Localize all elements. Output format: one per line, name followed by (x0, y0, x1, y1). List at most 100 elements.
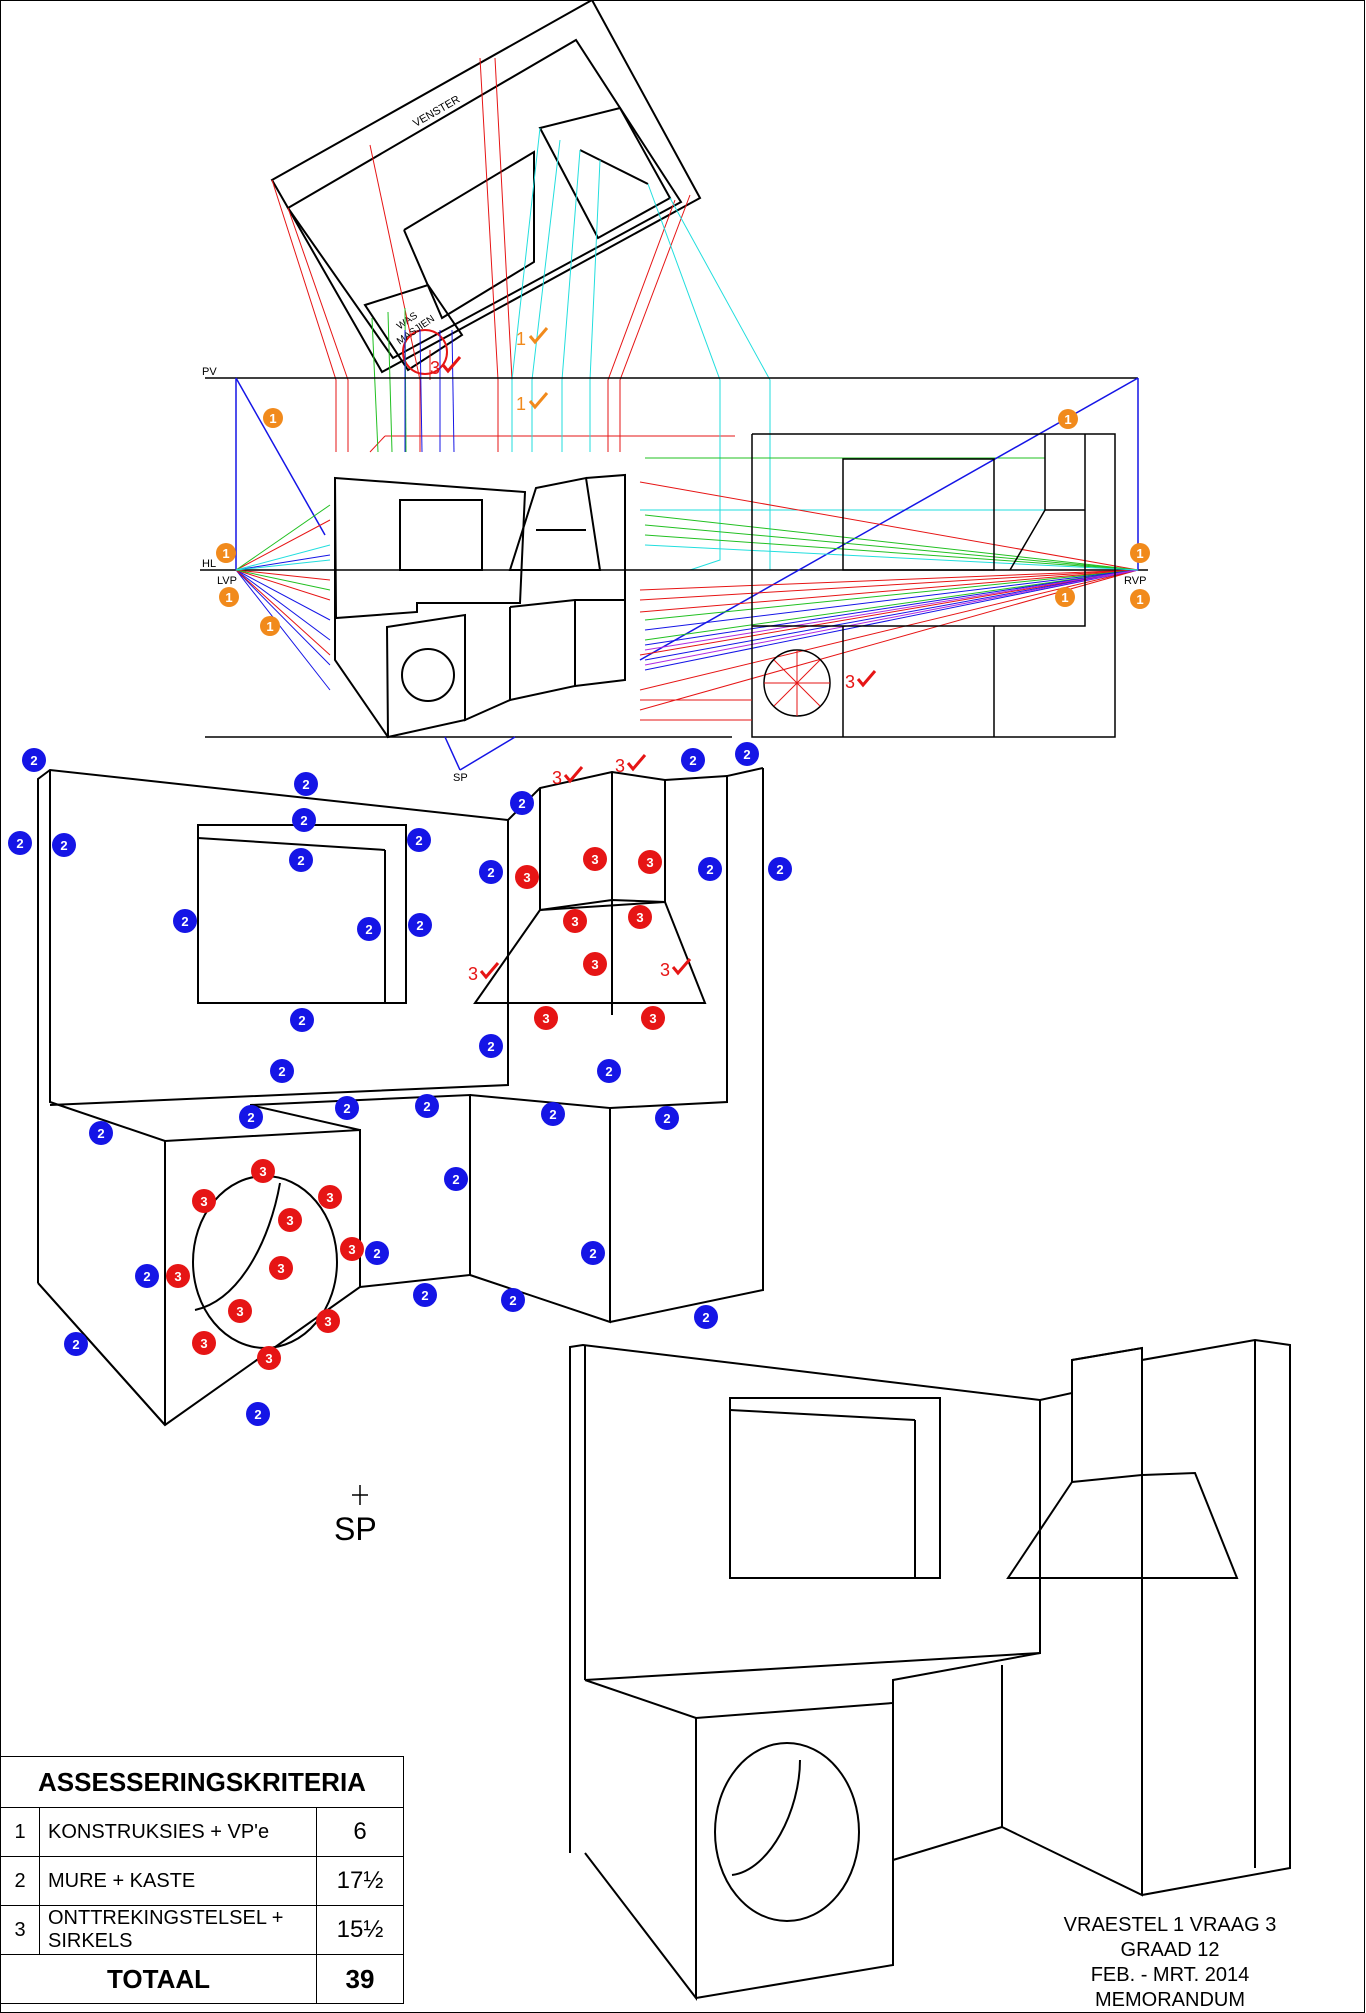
numbered-circle-icon: 2 (501, 1288, 525, 1312)
small-perspective (333, 473, 626, 739)
tick-one: 1 (516, 329, 526, 349)
marker-two: 2 (487, 865, 494, 880)
numbered-circle-icon: 2 (365, 1241, 389, 1265)
plan-view: VENSTER WAS MASJIEN (270, 0, 702, 375)
numbered-circle-icon: 3 (192, 1189, 216, 1213)
numbered-circle-icon: 2 (173, 909, 197, 933)
check-mark-icon: 3 (430, 356, 462, 378)
numbered-circle-icon: 1 (263, 408, 283, 428)
label-sp-large: SP (334, 1511, 377, 1547)
numbered-circle-icon: 2 (64, 1332, 88, 1356)
numbered-circle-icon: 3 (166, 1264, 190, 1288)
numbered-circle-icon: 2 (541, 1102, 565, 1126)
marker-two: 2 (297, 853, 304, 868)
footer-line: FEB. - MRT. 2014 (1090, 1964, 1250, 1986)
numbered-circle-icon: 2 (694, 1305, 718, 1329)
marker-three: 3 (236, 1304, 243, 1319)
check-mark-icon: 3 (615, 754, 647, 776)
rvp-fan (639, 481, 1139, 711)
marker-three: 3 (200, 1194, 207, 1209)
marker-two: 2 (300, 813, 307, 828)
criteria-row-number: 1 (0, 1807, 40, 1857)
numbered-circle-icon: 2 (479, 860, 503, 884)
marker-three: 3 (259, 1164, 266, 1179)
numbered-circle-icon: 1 (260, 616, 280, 636)
construction-lines (200, 377, 1148, 771)
lvp-fan (235, 504, 331, 691)
marker-two: 2 (60, 838, 67, 853)
marker-two: 2 (373, 1246, 380, 1261)
check-mark-icon: 3 (845, 670, 877, 692)
check-mark-icon: 3 (660, 958, 692, 980)
numbered-circle-icon: 1 (1055, 587, 1075, 607)
marker-two: 2 (343, 1101, 350, 1116)
marker-two: 2 (743, 747, 750, 762)
tick-three: 3 (660, 960, 670, 980)
numbered-circle-icon: 3 (515, 865, 539, 889)
criteria-header-row: ASSESSERINGSKRITERIA (0, 1756, 404, 1808)
tick-three: 3 (845, 672, 855, 692)
marker-three: 3 (174, 1269, 181, 1284)
table-row: 3 ONTTREKINGSTELSEL + SIRKELS 15½ (0, 1905, 404, 1955)
criteria-row-label: KONSTRUKSIES + VP'e (39, 1807, 317, 1857)
marker-three: 3 (591, 852, 598, 867)
numbered-circle-icon: 1 (219, 587, 239, 607)
criteria-row-number: 3 (0, 1905, 40, 1955)
tick-one: 1 (516, 394, 526, 414)
marker-one: 1 (266, 619, 273, 634)
numbered-circle-icon: 2 (135, 1264, 159, 1288)
criteria-total-label: TOTAAL (0, 1954, 317, 2004)
marker-two: 2 (278, 1064, 285, 1079)
tick-three: 3 (430, 358, 440, 378)
marker-two: 2 (421, 1288, 428, 1303)
marker-two: 2 (702, 1310, 709, 1325)
marker-two: 2 (423, 1099, 430, 1114)
tick-three: 3 (615, 756, 625, 776)
label-sp-small: SP (453, 772, 468, 784)
check-mark-icon: 3 (552, 766, 584, 788)
numbered-circle-icon: 2 (52, 833, 76, 857)
numbered-circle-icon: 2 (290, 1008, 314, 1032)
numbered-circle-icon: 3 (316, 1309, 340, 1333)
footer-line: GRAAD 12 (1120, 1939, 1220, 1961)
numbered-circle-icon: 2 (597, 1059, 621, 1083)
numbered-circle-icon: 2 (8, 831, 32, 855)
tick-three: 3 (552, 768, 562, 788)
numbered-circle-icon: 3 (251, 1159, 275, 1183)
numbered-circle-icon: 3 (228, 1299, 252, 1323)
numbered-circle-icon: 2 (408, 913, 432, 937)
marker-two: 2 (365, 922, 372, 937)
numbered-circle-icon: 2 (581, 1241, 605, 1265)
marker-one: 1 (1136, 546, 1143, 561)
marker-two: 2 (509, 1293, 516, 1308)
footer-line: VRAESTEL 1 VRAAG 3 (1063, 1914, 1277, 1936)
numbered-circle-icon: 2 (335, 1096, 359, 1120)
marker-two: 2 (605, 1064, 612, 1079)
numbered-circle-icon: 2 (270, 1059, 294, 1083)
criteria-total-row: TOTAAL 39 (0, 1954, 404, 2004)
numbered-circle-icon: 2 (89, 1121, 113, 1145)
marker-one: 1 (1061, 590, 1068, 605)
check-mark-icon: 3 (468, 962, 500, 984)
criteria-row-mark: 15½ (316, 1905, 404, 1955)
marker-three: 3 (591, 957, 598, 972)
marker-three: 3 (286, 1213, 293, 1228)
numbered-circle-icon: 3 (583, 952, 607, 976)
label-lvp: LVP (217, 575, 237, 587)
table-row: 1 KONSTRUKSIES + VP'e 6 (0, 1807, 404, 1857)
marker-three: 3 (324, 1314, 331, 1329)
numbered-circle-icon: 1 (1130, 543, 1150, 563)
criteria-row-number: 2 (0, 1856, 40, 1906)
numbered-circle-icon: 3 (641, 1006, 665, 1030)
criteria-row-label: MURE + KASTE (39, 1856, 317, 1906)
numbered-circle-icon: 3 (278, 1208, 302, 1232)
numbered-circle-icon: 2 (246, 1402, 270, 1426)
table-row: 2 MURE + KASTE 17½ (0, 1856, 404, 1906)
tick-annotations: 1 1 3 3 3 3 3 3 (430, 327, 877, 984)
check-mark-icon: 1 (516, 327, 549, 349)
marker-three: 3 (571, 914, 578, 929)
projection-lines (271, 57, 1060, 571)
label-rvp: RVP (1124, 575, 1146, 587)
numbered-circle-icon: 1 (1130, 589, 1150, 609)
